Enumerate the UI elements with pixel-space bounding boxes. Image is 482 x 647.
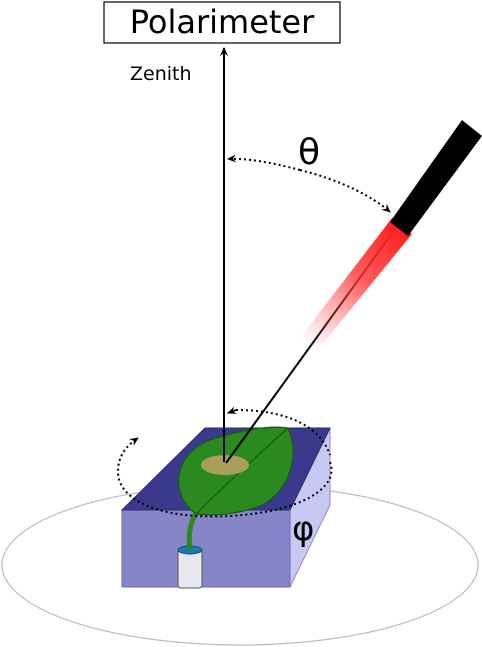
theta-arc — [299, 169, 391, 213]
laser-source — [390, 120, 482, 236]
title-box — [103, 1, 341, 44]
theta-label: θ — [298, 132, 320, 173]
theta-arc-left — [227, 154, 301, 171]
leaf-stem — [186, 512, 199, 551]
title: Polarimeter — [130, 3, 315, 41]
box-front-face — [121, 509, 291, 588]
phi-rotation-arc — [116, 437, 333, 518]
phi-label: φ — [292, 509, 314, 549]
laser-beam-glow — [300, 218, 412, 352]
phi-rotation-arrow — [227, 406, 237, 414]
illuminated-spot — [201, 455, 249, 475]
plant-pot — [177, 545, 203, 589]
zenith-label: Zenith — [130, 63, 192, 85]
